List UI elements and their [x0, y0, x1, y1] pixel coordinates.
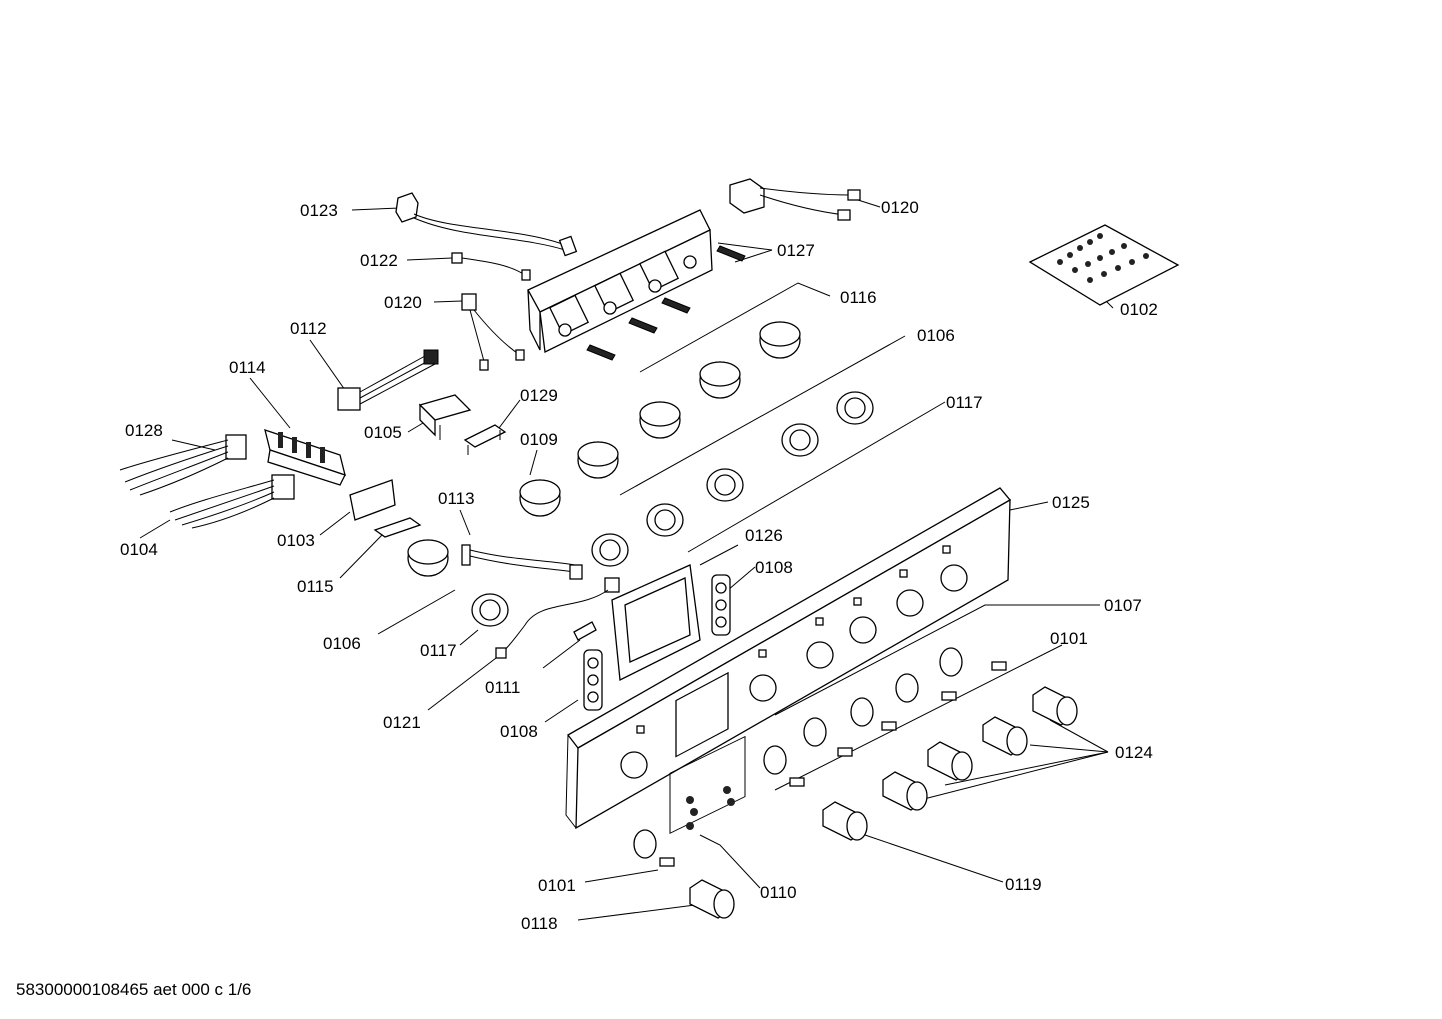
knob-holders-0106	[407, 321, 801, 577]
label-0119: 0119	[1005, 875, 1042, 894]
label-0108-bottom: 0108	[500, 722, 538, 741]
label-0116: 0116	[840, 288, 877, 307]
knob-0118	[689, 879, 735, 919]
cable-0104	[169, 474, 295, 529]
screws-0110	[669, 735, 746, 834]
document-footer: 58300000108465 aet 000 c 1/6	[16, 980, 252, 999]
light-guides-0108	[583, 574, 731, 711]
clip-0111	[573, 621, 597, 641]
wire-harness-0120-right	[729, 178, 861, 221]
bracket-0103	[349, 479, 396, 521]
knob-0119	[822, 801, 868, 841]
bracket-0115	[373, 517, 422, 538]
wire-harness-0122	[451, 252, 531, 281]
terminal-strip-0114	[264, 429, 346, 486]
leader-lines	[139, 199, 1114, 921]
label-0112: 0112	[290, 319, 327, 338]
label-0128: 0128	[125, 421, 163, 440]
wire-harness-0120-left	[461, 293, 525, 371]
label-0105: 0105	[364, 423, 402, 442]
cable-0112	[337, 349, 439, 411]
label-0122: 0122	[360, 251, 398, 270]
label-0102: 0102	[1120, 300, 1158, 319]
label-0103: 0103	[277, 531, 315, 550]
screw-bag-0102	[1028, 224, 1180, 306]
label-0124: 0124	[1115, 743, 1153, 762]
label-0113: 0113	[438, 489, 475, 508]
label-0101-left: 0101	[538, 876, 576, 895]
spindle-sleeves-0117	[471, 391, 874, 627]
label-0109: 0109	[520, 430, 558, 449]
label-0107: 0107	[1104, 596, 1142, 615]
knobs-0124	[882, 686, 1078, 811]
label-0108-top: 0108	[755, 558, 793, 577]
clips-0101	[659, 661, 1007, 867]
wire-harness-0123	[395, 192, 578, 257]
label-0121: 0121	[383, 713, 421, 732]
cable-0121	[495, 577, 620, 659]
label-0126: 0126	[745, 526, 783, 545]
label-0129: 0129	[520, 386, 558, 405]
cable-0128	[119, 434, 247, 496]
label-0118: 0118	[521, 914, 558, 933]
label-0106-bottom: 0106	[323, 634, 361, 653]
switch-block-0116	[527, 209, 746, 361]
label-0123: 0123	[300, 201, 338, 220]
part-labels: 0123 0120 0122 0127 0120 0116 0102 0112 …	[120, 198, 1158, 933]
label-0117-bottom: 0117	[420, 641, 457, 660]
label-0110: 0110	[760, 883, 797, 902]
label-0120-right: 0120	[881, 198, 919, 217]
cable-0113	[461, 544, 583, 580]
label-0115: 0115	[297, 577, 334, 596]
label-0114: 0114	[229, 358, 266, 377]
label-0117-top: 0117	[946, 393, 983, 412]
display-module-0126	[611, 564, 701, 682]
switch-0105	[418, 394, 472, 440]
label-0125: 0125	[1052, 493, 1090, 512]
bracket-0129	[463, 424, 507, 455]
label-0104: 0104	[120, 540, 158, 559]
control-panel-0125	[565, 487, 1011, 830]
label-0106-top: 0106	[917, 326, 955, 345]
knob-rings-0107	[633, 647, 963, 859]
label-0127: 0127	[777, 241, 815, 260]
label-0101-right: 0101	[1050, 629, 1088, 648]
label-0120-left: 0120	[384, 293, 422, 312]
label-0111: 0111	[485, 678, 520, 697]
